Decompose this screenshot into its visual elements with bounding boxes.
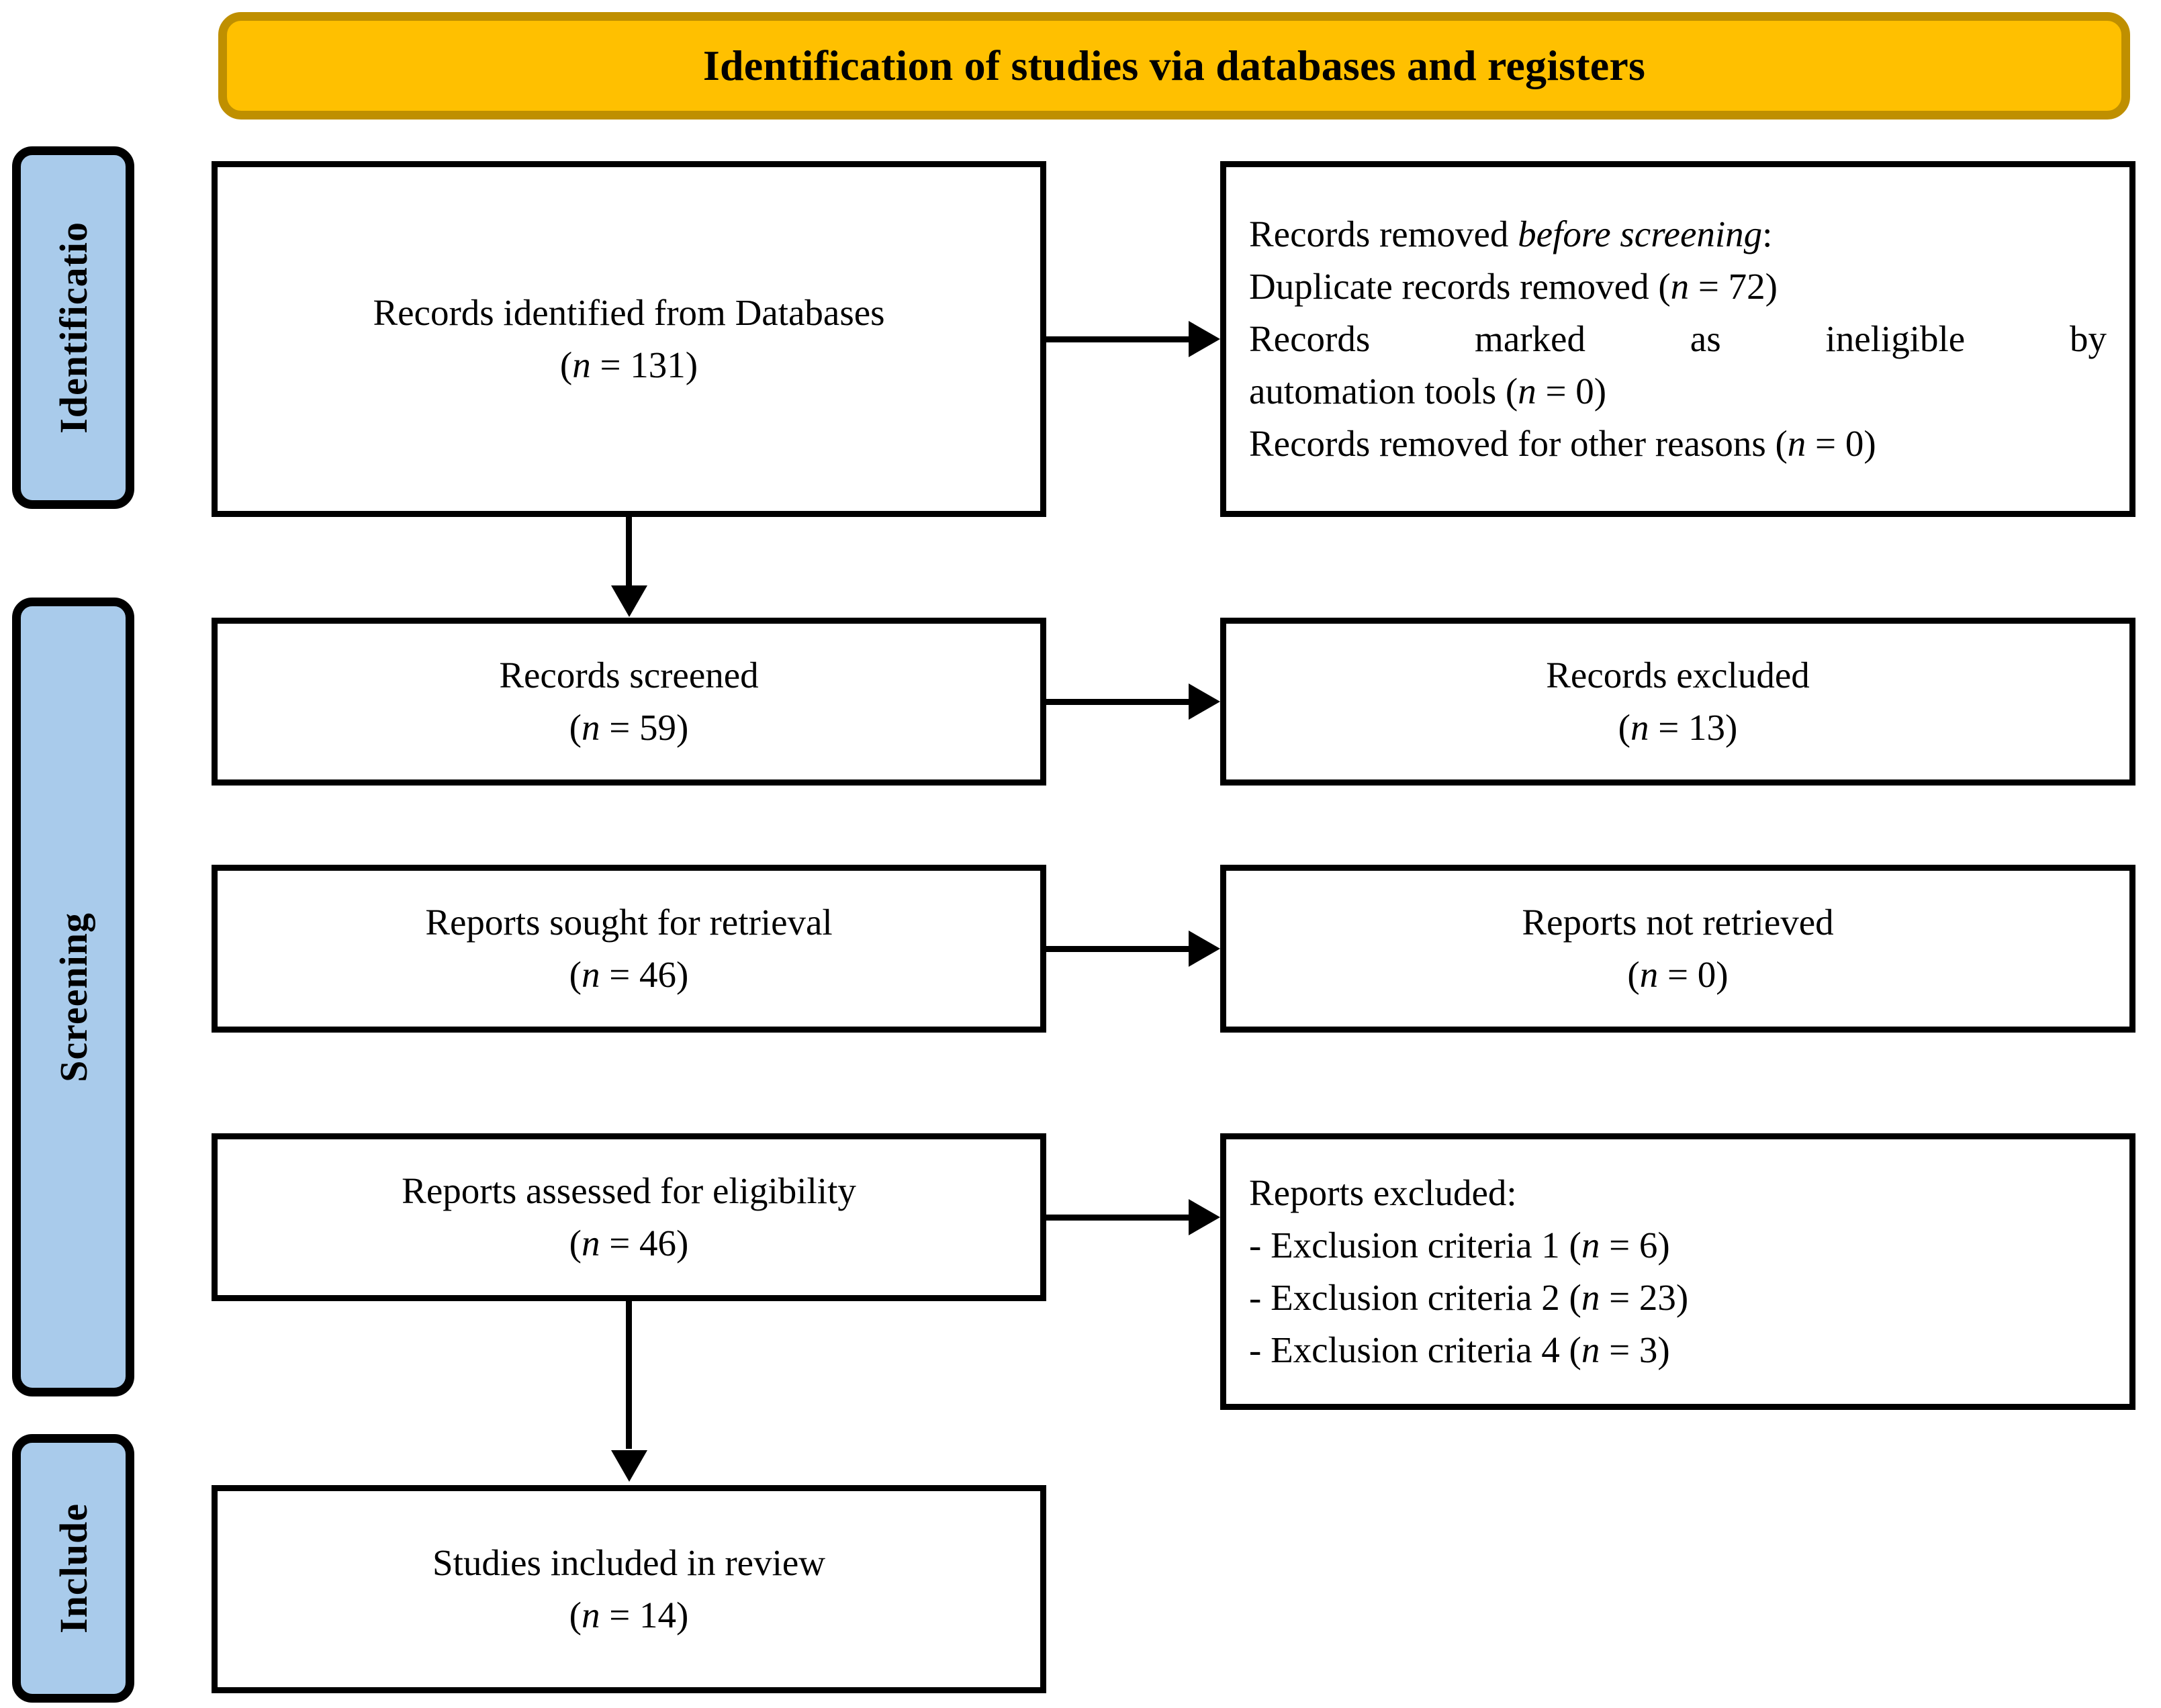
stage-label-included: Include [12, 1434, 134, 1703]
box-studies-included-count: (n = 14) [569, 1595, 689, 1635]
box-reports-assessed-line1: Reports assessed for eligibility [402, 1170, 856, 1211]
box-reports-excluded-criteria-4: - Exclusion criteria 4 (n = 3) [1249, 1329, 1670, 1371]
box-records-removed-automation: automation tools (n = 0) [1249, 371, 1607, 412]
box-studies-included-line1: Studies included in review [432, 1541, 826, 1583]
box-records-identified: Records identified from Databases (n = 1… [212, 161, 1046, 517]
box-reports-assessed-count: (n = 46) [569, 1223, 689, 1264]
box-records-removed: Records removed before screening: Duplic… [1220, 161, 2135, 517]
box-reports-excluded-heading: Reports excluded: [1249, 1172, 1517, 1213]
box-records-screened: Records screened (n = 59) [212, 618, 1046, 786]
box-records-identified-count: (n = 131) [559, 344, 698, 385]
connector-identified-to-removed [1046, 336, 1191, 342]
box-reports-not-retrieved-count: (n = 0) [1627, 954, 1729, 995]
arrow-down-icon-identified-to-screened [611, 585, 647, 617]
box-records-identified-line1: Records identified from Databases [373, 291, 885, 333]
connector-sought-to-not-retrieved [1046, 946, 1191, 952]
arrow-right-icon-assessed-to-reports-excluded [1189, 1199, 1220, 1235]
connector-screened-to-excluded [1046, 699, 1191, 705]
stage-label-screening-text: Screening [51, 912, 95, 1082]
arrow-right-icon-sought-to-not-retrieved [1189, 931, 1220, 967]
stage-label-identification-text: Identificatio [51, 222, 95, 434]
connector-identified-to-screened [626, 516, 632, 589]
box-records-removed-other: Records removed for other reasons (n = 0… [1249, 423, 1876, 465]
box-reports-sought: Reports sought for retrieval (n = 46) [212, 865, 1046, 1033]
box-records-excluded-count: (n = 13) [1618, 707, 1738, 748]
box-records-removed-heading: Records removed before screening: [1249, 213, 1773, 254]
arrow-down-icon-assessed-to-included [611, 1450, 647, 1482]
connector-assessed-to-reports-excluded [1046, 1215, 1191, 1221]
box-records-removed-ineligible: Records marked as ineligible by [1249, 318, 2107, 359]
diagram-header-banner: Identification of studies via databases … [218, 12, 2130, 120]
box-studies-included: Studies included in review (n = 14) [212, 1485, 1046, 1693]
stage-label-included-text: Include [51, 1503, 95, 1633]
box-records-excluded-line1: Records excluded [1546, 654, 1810, 696]
stage-label-screening: Screening [12, 598, 134, 1396]
box-reports-sought-line1: Reports sought for retrieval [425, 901, 833, 943]
box-reports-not-retrieved: Reports not retrieved (n = 0) [1220, 865, 2135, 1033]
box-records-screened-count: (n = 59) [569, 707, 689, 748]
page-title: Identification of studies via databases … [702, 41, 1646, 89]
arrow-right-icon-identified-to-removed [1189, 321, 1220, 357]
box-reports-excluded-criteria-1: - Exclusion criteria 1 (n = 6) [1249, 1224, 1670, 1266]
stage-label-identification: Identificatio [12, 146, 134, 509]
box-records-removed-duplicates: Duplicate records removed (n = 72) [1249, 265, 1778, 307]
box-records-screened-line1: Records screened [499, 654, 759, 696]
box-records-excluded: Records excluded (n = 13) [1220, 618, 2135, 786]
box-reports-assessed: Reports assessed for eligibility (n = 46… [212, 1133, 1046, 1301]
arrow-right-icon-screened-to-excluded [1189, 683, 1220, 720]
connector-assessed-to-included [626, 1300, 632, 1449]
box-reports-excluded-criteria-2: - Exclusion criteria 2 (n = 23) [1249, 1277, 1689, 1318]
box-reports-not-retrieved-line1: Reports not retrieved [1522, 901, 1834, 943]
box-reports-sought-count: (n = 46) [569, 954, 689, 995]
box-reports-excluded: Reports excluded: - Exclusion criteria 1… [1220, 1133, 2135, 1410]
